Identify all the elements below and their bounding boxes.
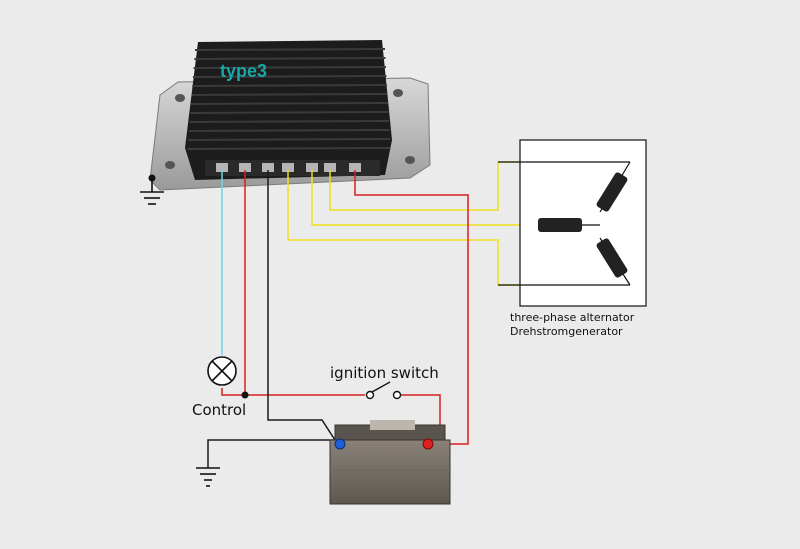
mount-hole <box>175 94 185 102</box>
ignition-switch-label: ignition switch <box>330 364 439 382</box>
ground-icon <box>196 467 220 487</box>
terminal <box>306 163 318 172</box>
mount-hole <box>165 161 175 169</box>
regulator-label: type3 <box>220 61 267 81</box>
mount-hole <box>405 156 415 164</box>
mount-hole <box>393 89 403 97</box>
yellow-wire-2 <box>311 170 540 226</box>
alternator-label-de: Drehstromgenerator <box>510 325 623 338</box>
black-wire <box>267 170 336 441</box>
terminal-strip <box>216 163 361 172</box>
terminal <box>349 163 361 172</box>
terminal <box>262 163 274 172</box>
alternator-label-en: three-phase alternator <box>510 311 635 324</box>
regulator-housing: type3 <box>185 40 392 180</box>
switch-icon <box>365 381 402 400</box>
alternator-icon <box>498 139 647 307</box>
junction-dot <box>241 391 249 399</box>
terminal <box>216 163 228 172</box>
terminal <box>324 163 336 172</box>
ground-wire <box>207 439 335 468</box>
lamp-icon <box>207 356 237 386</box>
control-label: Control <box>192 401 246 419</box>
battery-icon <box>329 420 451 505</box>
battery-negative <box>334 438 346 450</box>
lamp-return-wire <box>221 388 365 396</box>
terminal <box>282 163 294 172</box>
ground-icon <box>140 178 164 205</box>
red-wire-bplus <box>354 170 469 445</box>
terminal <box>239 163 251 172</box>
battery-positive <box>422 438 434 450</box>
